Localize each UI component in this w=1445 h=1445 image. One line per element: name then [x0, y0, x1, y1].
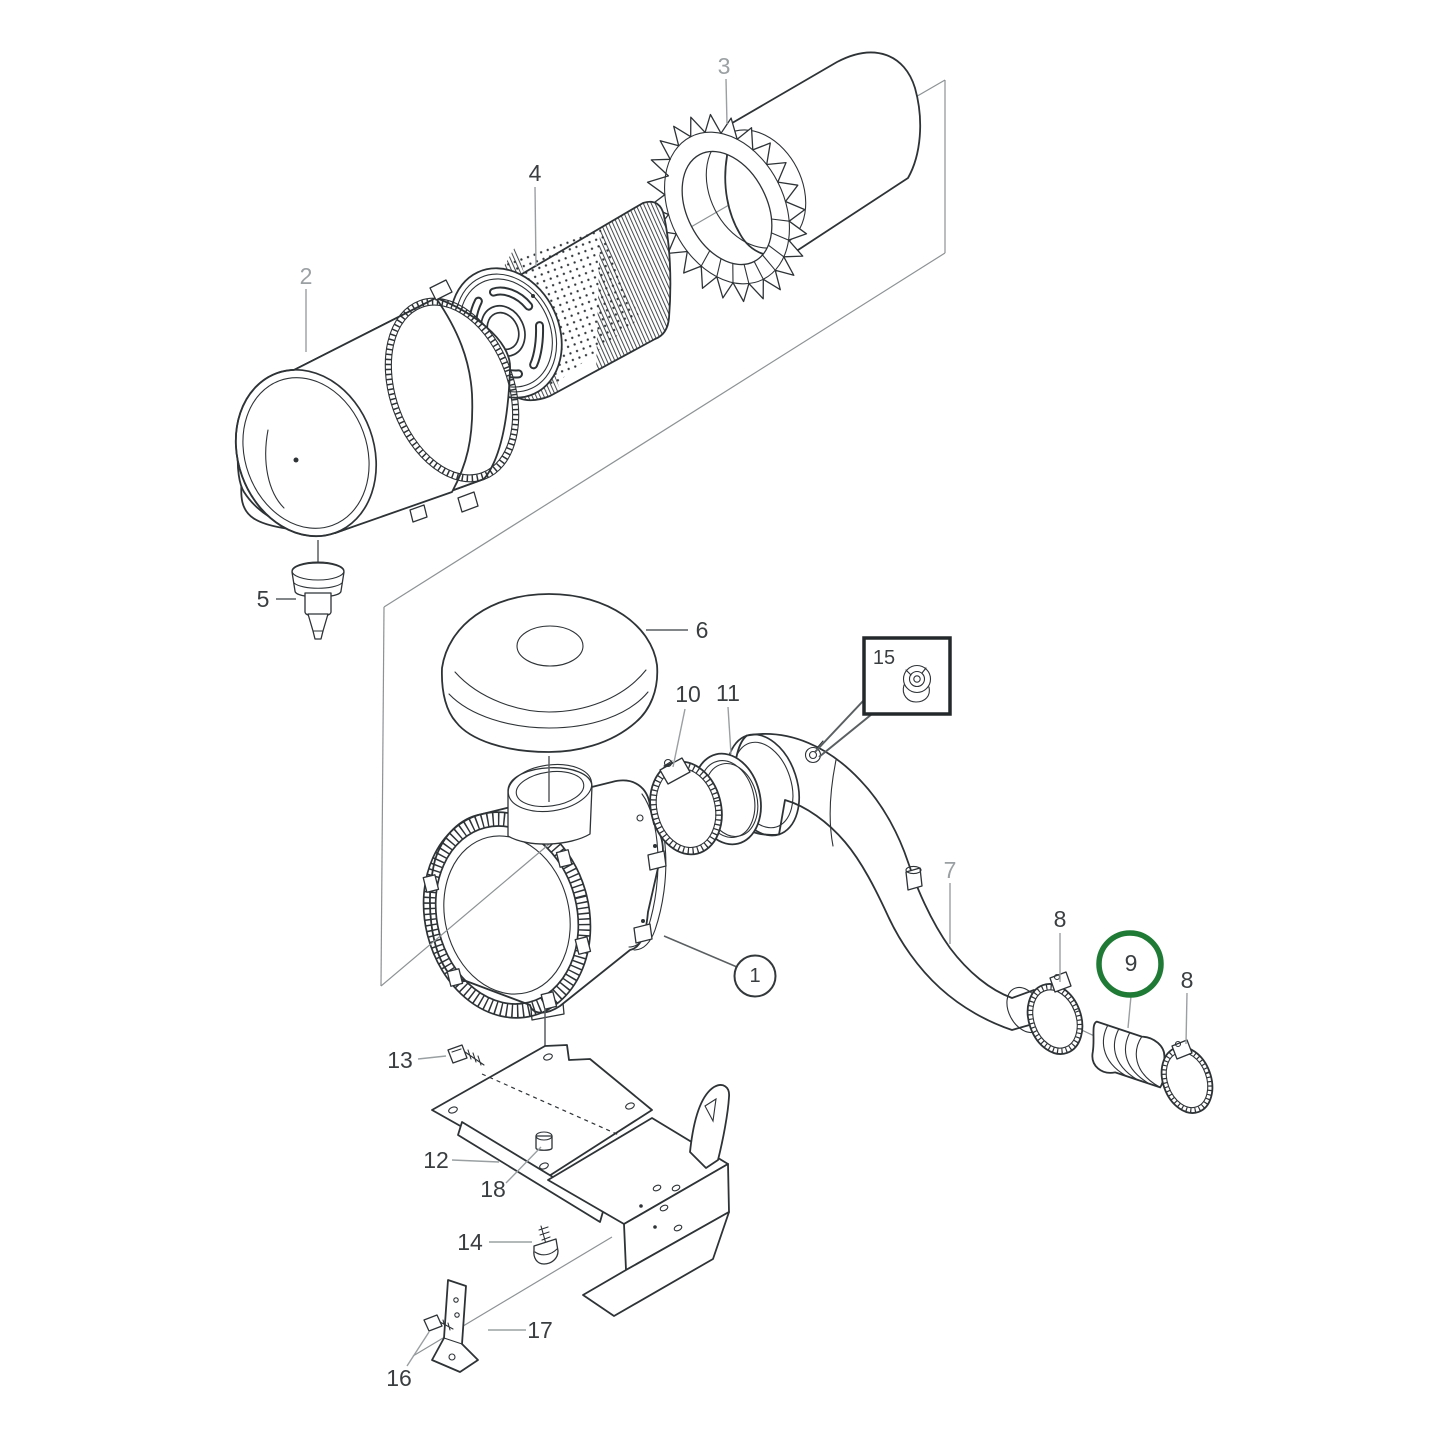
plane-diagonal-edge [383, 252, 946, 608]
part-label-3[interactable]: 3 [718, 53, 731, 79]
part-label-11[interactable]: 11 [716, 680, 740, 706]
highlight-ring [1096, 930, 1164, 998]
part-label-4[interactable]: 4 [529, 160, 542, 186]
inset-leader-a [814, 699, 865, 753]
part-8-hose-clamp-left [1026, 971, 1084, 1055]
part-label-16[interactable]: 16 [386, 1365, 412, 1391]
part-label-1[interactable]: 1 [749, 965, 760, 987]
drum-front-rim [422, 811, 592, 1019]
part-label-2[interactable]: 2 [300, 263, 313, 289]
leader-9 [1127, 995, 1132, 1029]
part-label-9[interactable]: 9 [1125, 950, 1138, 976]
leader-1 [663, 935, 738, 968]
bracket-holes [639, 1184, 683, 1232]
bracket-horn [689, 1084, 730, 1169]
housing-drain-tab [409, 504, 428, 523]
part-label-17[interactable]: 17 [527, 1317, 553, 1343]
duct-stub-nipple [905, 867, 923, 891]
plate-dashed-axis [481, 1073, 629, 1140]
callout-circle [733, 954, 777, 998]
housing-band-latch-bottom [457, 491, 479, 513]
filter-pleat-texture [596, 201, 671, 372]
leader-10 [672, 708, 686, 768]
part-label-13[interactable]: 13 [387, 1047, 413, 1073]
callouts-layer: 2 3 4 5 6 7 8 9 8 10 11 12 13 14 16 17 [257, 53, 1194, 1391]
part-14-bolt [533, 1225, 559, 1265]
leader-4 [534, 186, 537, 267]
drum-rim-hatching [423, 812, 591, 1018]
leader-18 [505, 1146, 542, 1184]
part-label-8-right[interactable]: 8 [1181, 967, 1194, 993]
housing-band-latch-top [429, 279, 453, 301]
sleeve-rib [1102, 1024, 1127, 1077]
bracket-bottom-flange [582, 1211, 730, 1317]
part-18-nut [535, 1131, 553, 1151]
housing-band-hatching [385, 298, 519, 482]
part-label-8-left[interactable]: 8 [1054, 906, 1067, 932]
drum-band-latch-2 [633, 923, 653, 944]
leader-16 [406, 1331, 430, 1367]
part-7-air-duct [726, 733, 1044, 1034]
leader-12 [451, 1159, 500, 1163]
fan-ring-blades [700, 218, 790, 285]
part-10-hose-clamp [649, 757, 723, 856]
part-3-fan-ring [646, 113, 808, 303]
part-15-inset-box[interactable]: 15 [814, 636, 952, 758]
inset-box [862, 636, 952, 716]
drum-band-latch-1 [647, 850, 667, 871]
part-label-12[interactable]: 12 [423, 1147, 449, 1173]
part-8-hose-clamp-right [1160, 1039, 1214, 1114]
part-label-5[interactable]: 5 [257, 586, 270, 612]
part-label-14[interactable]: 14 [457, 1229, 483, 1255]
part-2-housing-cover [234, 279, 520, 538]
duct-bend-crease [829, 759, 837, 847]
leader-11 [727, 706, 732, 755]
clamp-screw-housing [1171, 1039, 1193, 1060]
leader-3 [725, 78, 728, 125]
part-label-15[interactable]: 15 [873, 647, 895, 669]
dome-skirt-line [448, 691, 649, 729]
inset-leader-b [818, 713, 873, 758]
lower-plane-left-edge [380, 606, 385, 987]
part-label-7[interactable]: 7 [944, 857, 957, 883]
horn-triangle-hole [704, 1097, 717, 1123]
dome-center-hole [516, 625, 584, 667]
plate-holes [448, 1053, 635, 1170]
part-5-drain-valve [291, 540, 345, 640]
inset-nut-icon [902, 664, 932, 703]
callout-circle-1[interactable]: 1 [663, 935, 777, 998]
housing-cap-contour [265, 429, 285, 509]
part-16-screw [423, 1314, 454, 1332]
part-9-hose-sleeve [1091, 1020, 1166, 1089]
mounting-plate [431, 1044, 653, 1177]
part-label-18[interactable]: 18 [480, 1176, 506, 1202]
part-17-angle-bracket [431, 1279, 479, 1373]
part-12-bracket-assembly [431, 1044, 730, 1317]
part-1-air-cleaner-housing [380, 756, 667, 1173]
axis-line-bracket [412, 1236, 613, 1357]
part-label-6[interactable]: 6 [696, 617, 709, 643]
part-13-bolt [447, 1044, 485, 1066]
part-6-cover-dome [441, 593, 659, 753]
part-label-10[interactable]: 10 [675, 681, 701, 707]
leader-8-right [1185, 992, 1188, 1045]
leader-13 [417, 1055, 447, 1060]
dome-shoulder-line [454, 669, 647, 713]
